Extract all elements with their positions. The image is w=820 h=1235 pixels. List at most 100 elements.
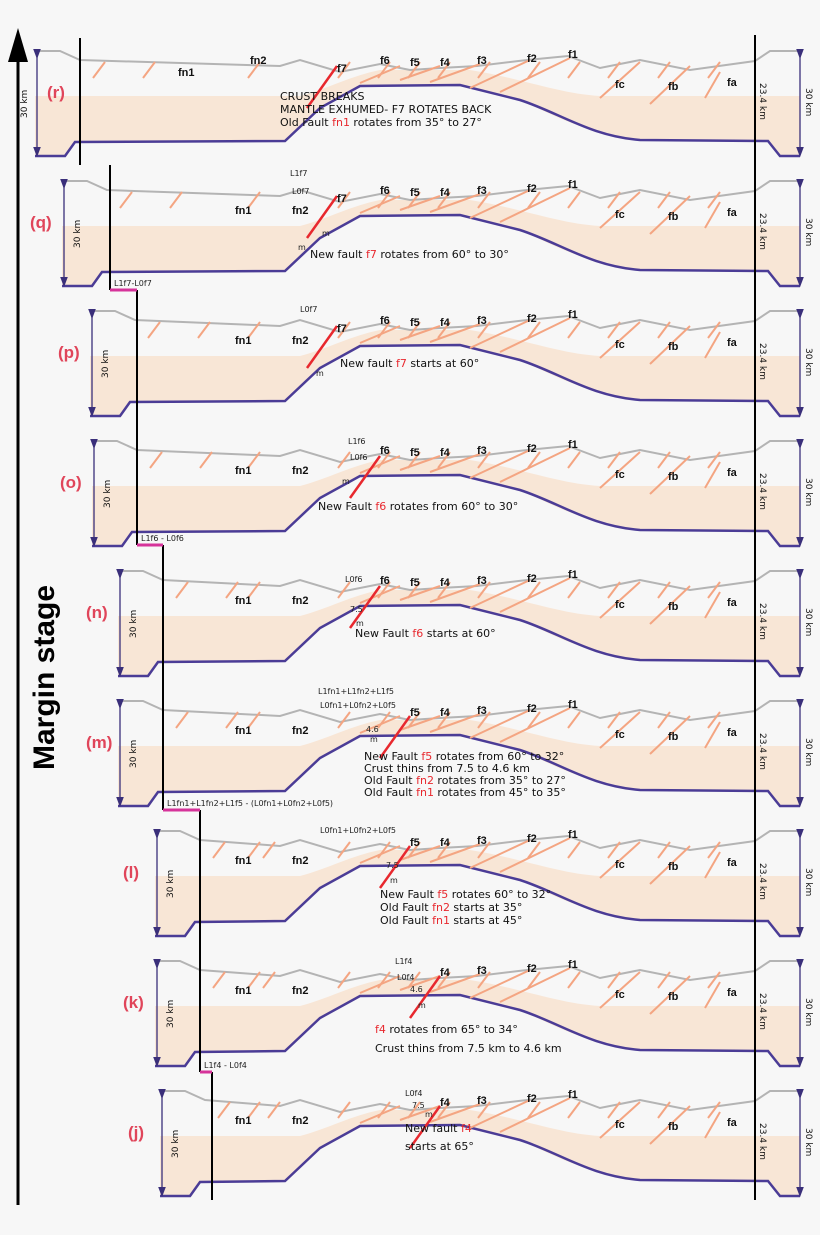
- fault-segment: [657, 451, 671, 469]
- fault-segment: [437, 191, 451, 209]
- axis-title: Margin stage: [28, 585, 61, 770]
- fault-segment: [247, 191, 261, 209]
- fault-segment: [149, 451, 163, 469]
- fault-label-f4: f4: [440, 707, 451, 719]
- annotation: L0f4: [405, 1089, 422, 1098]
- fault-segment: [707, 61, 721, 79]
- fault-segment: [707, 841, 721, 859]
- fault-segment: [707, 321, 721, 339]
- fault-segments: [147, 317, 721, 365]
- caption-text: Old Fault: [380, 901, 432, 914]
- crust-fill: [155, 980, 800, 1066]
- panel-label: (m): [86, 733, 112, 752]
- fault-segment: [707, 451, 721, 469]
- moho-line: [62, 213, 800, 288]
- offset-label: L1fn1+L1fn2+L1f5 - (L0fn1+L0fn2+L0f5): [167, 799, 333, 808]
- fault-segment: [657, 711, 671, 729]
- annotation: L1fn1+L1fn2+L1f5: [318, 687, 394, 696]
- fault-label-fa: fa: [727, 1117, 738, 1129]
- annotation: 7.5: [412, 1101, 425, 1110]
- annotation: L0f6: [345, 575, 362, 584]
- fault-segment: [607, 971, 621, 989]
- fault-segment: [657, 971, 671, 989]
- fault-segment: [567, 1101, 581, 1119]
- fault-label-fc: fc: [615, 729, 625, 741]
- fault-segments: [212, 837, 721, 885]
- fault-label-f6: f6: [380, 445, 390, 457]
- fault-segment: [429, 193, 481, 213]
- caption-line: Crust thins from 7.5 km to 4.6 km: [375, 1042, 562, 1055]
- crust-fill: [118, 720, 800, 806]
- fault-label-fa: fa: [727, 597, 738, 609]
- fault-segment: [469, 709, 531, 739]
- fault-segment: [407, 61, 421, 79]
- fault-name: f4: [461, 1122, 472, 1135]
- fault-segment: [437, 451, 451, 469]
- fault-label-fa: fa: [727, 857, 738, 869]
- fault-segment: [359, 65, 401, 84]
- caption-text: New Fault: [318, 500, 375, 513]
- fault-segment: [247, 971, 261, 989]
- crust-fill: [92, 460, 800, 546]
- fault-name: fn2: [432, 901, 450, 914]
- caption-text: New fault: [405, 1122, 461, 1135]
- fault-segments: [119, 187, 721, 235]
- fault-segment: [649, 325, 691, 365]
- annotation: L0f4: [397, 973, 414, 982]
- fault-segment: [225, 711, 239, 729]
- fault-segment: [599, 191, 641, 229]
- fault-segment: [527, 711, 541, 729]
- offset-label: L1f6 - L0f6: [141, 534, 184, 543]
- fault-segment: [247, 711, 261, 729]
- caption: New Fault f5 rotates from 60° to 32°Crus…: [364, 750, 566, 799]
- fault-segment: [399, 845, 441, 861]
- fault-segment: [337, 1101, 351, 1119]
- annotation: 7.5: [350, 605, 363, 614]
- fault-segment: [599, 581, 641, 619]
- annotation: m: [425, 1110, 433, 1119]
- fault-segment: [437, 581, 451, 599]
- fault-segment: [359, 195, 401, 214]
- fault-segment: [407, 971, 421, 989]
- annotation: m: [298, 243, 306, 252]
- fault-segment: [499, 317, 571, 353]
- fault-segment: [704, 201, 721, 229]
- fault-label-f4: f4: [440, 187, 451, 199]
- fault-label-fn2: fn2: [292, 1115, 309, 1127]
- fault-label-f7: f7: [337, 193, 347, 205]
- left-thickness-label: 30 km: [20, 90, 30, 118]
- fault-segment: [469, 579, 531, 609]
- fault-segment: [607, 711, 621, 729]
- caption-text: rotates from 60° to 30°: [377, 248, 509, 261]
- fault-label-fb: fb: [668, 601, 679, 613]
- active-fault: [378, 715, 412, 759]
- fault-label-f5: f5: [410, 447, 420, 459]
- fault-segment: [267, 1101, 281, 1119]
- crust-fill: [35, 70, 800, 156]
- fault-segment: [527, 191, 541, 209]
- right-inner-thickness-label: 23.4 km: [757, 343, 767, 380]
- fault-segment: [247, 451, 261, 469]
- fault-segment: [147, 321, 161, 339]
- fault-segment: [599, 1101, 641, 1139]
- caption-line: Crust thins from 7.5 to 4.6 km: [364, 762, 530, 775]
- fault-segment: [262, 971, 276, 989]
- fault-segment: [499, 447, 571, 483]
- fault-name: fn2: [416, 774, 434, 787]
- fault-label-f5: f5: [410, 187, 420, 199]
- fault-label-f3: f3: [477, 315, 487, 327]
- panel-label: (l): [123, 863, 139, 882]
- fault-label-f1: f1: [568, 179, 578, 191]
- caption-text: New Fault: [380, 888, 437, 901]
- topography-line: [118, 700, 800, 724]
- left-thickness-label: 30 km: [166, 1000, 176, 1028]
- fault-segment: [407, 841, 421, 859]
- fault-segment: [407, 1101, 421, 1119]
- fault-label-fn1: fn1: [235, 855, 252, 867]
- fault-segment: [527, 451, 541, 469]
- fault-segment: [429, 453, 481, 473]
- fault-label-f5: f5: [410, 577, 420, 589]
- fault-segment: [477, 1101, 491, 1119]
- fault-segments: [92, 57, 721, 105]
